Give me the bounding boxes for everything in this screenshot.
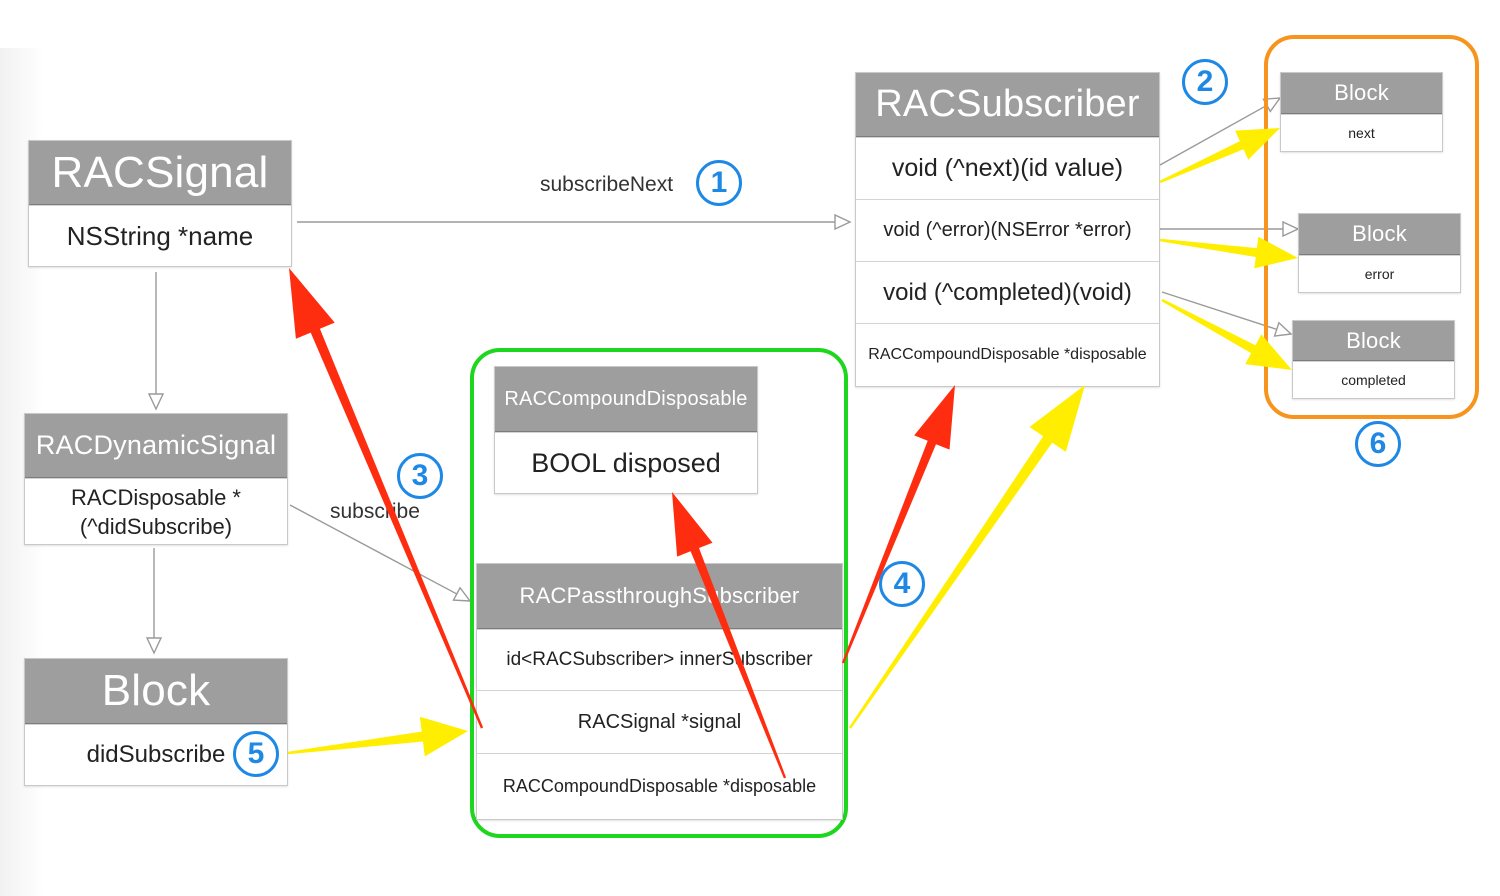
passthrough-field-inner-subscriber: id<RACSubscriber> innerSubscriber (477, 629, 842, 690)
dynamic-signal-title: RACDynamicSignal (25, 414, 287, 478)
subscriber-field-disposable: RACCompoundDisposable *disposable (856, 323, 1159, 386)
passthrough-field-disposable: RACCompoundDisposable *disposable (477, 753, 842, 819)
dynamic-to-block-connector (145, 548, 163, 655)
racsignal-field-name: NSString *name (29, 205, 291, 266)
completed-block-title: Block (1293, 321, 1454, 361)
subscriber-field-completed: void (^completed)(void) (856, 261, 1159, 323)
step-marker-4: 4 (879, 561, 925, 607)
completed-block-field: completed (1293, 361, 1454, 398)
dynamic-signal-field-line-2: (^didSubscribe) (79, 513, 233, 539)
racsignal-box: RACSignal NSString *name (28, 140, 292, 267)
compound-disposable-field-disposed: BOOL disposed (495, 432, 757, 493)
did-subscribe-block-title: Block (25, 659, 287, 724)
next-to-block-connector (1159, 97, 1282, 166)
passthrough-field-signal: RACSignal *signal (477, 690, 842, 753)
subscriber-field-next: void (^next)(id value) (856, 137, 1159, 199)
subscriber-field-error: void (^error)(NSError *error) (856, 199, 1159, 261)
dynamic-signal-box: RACDynamicSignal RACDisposable * (^didSu… (24, 413, 288, 545)
racsignal-title: RACSignal (29, 141, 291, 205)
step-marker-5: 5 (233, 731, 279, 777)
error-block-title: Block (1299, 214, 1460, 255)
compound-disposable-title: RACCompoundDisposable (495, 367, 757, 432)
subscribe-next-connector (297, 213, 852, 231)
dynamic-signal-field-did-subscribe: RACDisposable * (^didSubscribe) (25, 478, 287, 544)
compound-disposable-box: RACCompoundDisposable BOOL disposed (494, 366, 758, 494)
subscribe-label: subscribe (330, 500, 420, 523)
signal-to-dynamic-connector (147, 272, 165, 411)
subscriber-box: RACSubscriber void (^next)(id value) voi… (855, 72, 1160, 387)
passthrough-subscriber-box: RACPassthroughSubscriber id<RACSubscribe… (476, 563, 843, 820)
error-block-box: Block error (1298, 213, 1461, 293)
callback-blocks-group-frame (1264, 35, 1479, 419)
completed-block-box: Block completed (1292, 320, 1455, 399)
step-marker-1: 1 (696, 160, 742, 206)
subscribe-next-label: subscribeNext (540, 173, 674, 196)
next-block-field: next (1281, 114, 1442, 151)
passthrough-subscriber-title: RACPassthroughSubscriber (477, 564, 842, 629)
did-subscribe-block-field: didSubscribe (25, 724, 287, 785)
did-subscribe-block-box: Block didSubscribe (24, 658, 288, 786)
step-marker-6: 6 (1355, 421, 1401, 467)
next-block-box: Block next (1280, 72, 1443, 152)
error-to-block-connector (1160, 220, 1300, 238)
step-marker-2: 2 (1182, 59, 1228, 105)
next-block-title: Block (1281, 73, 1442, 114)
step-marker-3: 3 (397, 453, 443, 499)
error-block-field: error (1299, 255, 1460, 292)
subscriber-title: RACSubscriber (856, 73, 1159, 137)
dynamic-signal-field-line-1: RACDisposable * (71, 484, 241, 510)
